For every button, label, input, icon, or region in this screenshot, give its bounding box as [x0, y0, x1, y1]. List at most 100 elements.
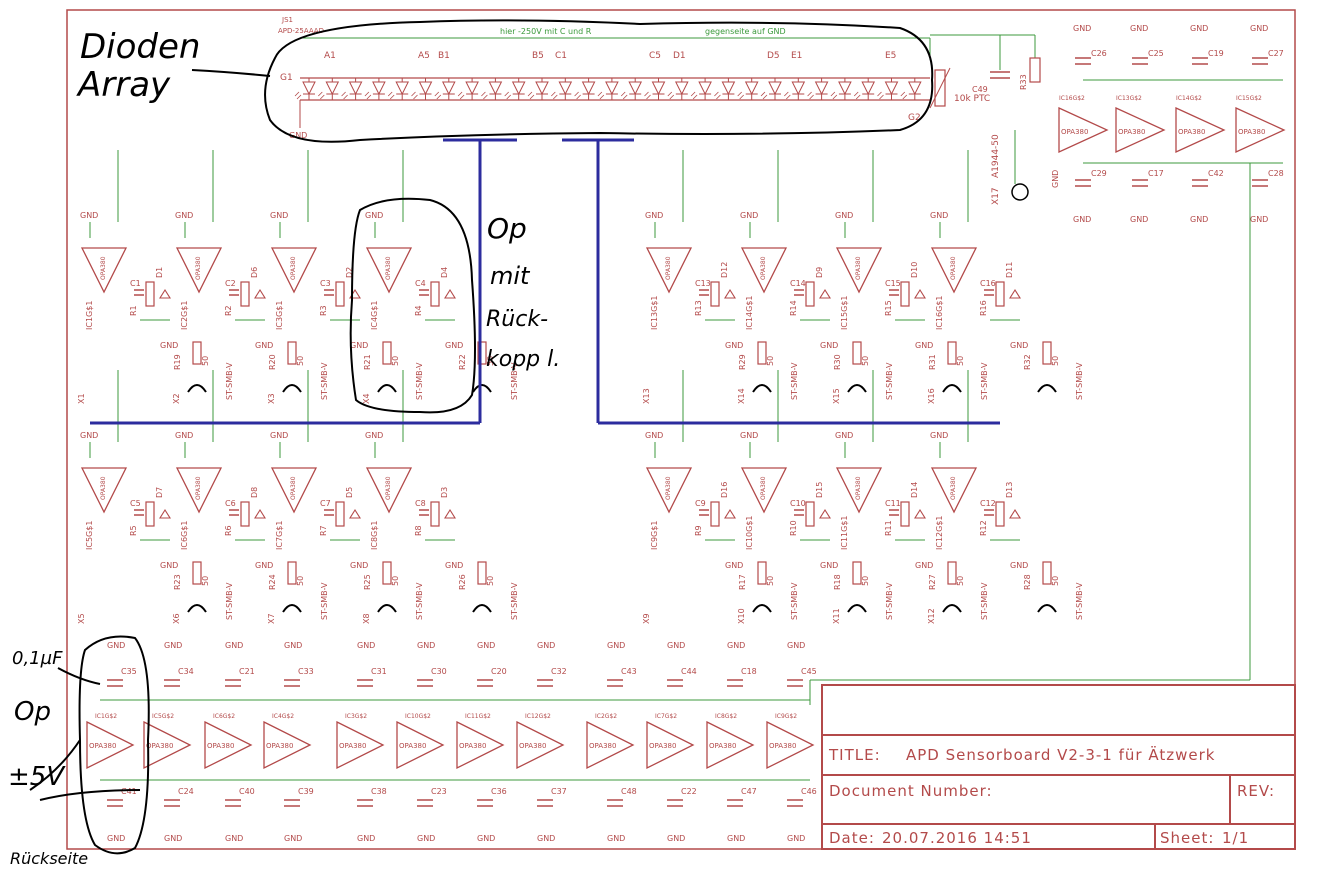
- note-array-pointer: [191, 69, 271, 77]
- note-op-pointer: [29, 739, 81, 791]
- supply-opamp-symbol: [456, 720, 505, 770]
- supply-opamp-symbol: [646, 720, 695, 770]
- apd-pin-label: D1: [673, 51, 686, 61]
- note-cap-pointer: [57, 667, 101, 685]
- apd-diode-body: [535, 81, 549, 96]
- supply-top-gnd-bottom: GND: [1073, 215, 1091, 224]
- note-dioden: Dioden: [80, 27, 200, 67]
- supply-top-gnd: GND: [1130, 24, 1148, 33]
- op-feedback-ink-outline: [349, 197, 476, 414]
- opamp-symbol: [930, 467, 978, 514]
- amp-gnd-out: GND: [350, 561, 368, 570]
- title-block-frame: [821, 684, 1296, 850]
- amp-ic-label: IC1G$1: [85, 301, 94, 330]
- amp-cap-label: C12: [980, 499, 996, 508]
- apd-diode: [597, 78, 619, 100]
- amp-diode: [444, 508, 456, 519]
- amp-input-resistor: [947, 341, 957, 365]
- apd-diode-body: [558, 81, 573, 96]
- supply-opamp-symbol: [143, 720, 192, 770]
- amp-conn-label: X10: [737, 608, 746, 624]
- amp-conn-label: X9: [642, 613, 651, 624]
- amp-diode-label: D15: [815, 482, 824, 498]
- amp-resistor-label: R6: [224, 525, 233, 536]
- amp-gnd-out: GND: [1010, 341, 1028, 350]
- supply-top-cap-bottom-label: C29: [1091, 169, 1107, 178]
- amp-ic-label: IC11G$1: [840, 515, 849, 550]
- sheet-label: Sheet:: [1160, 829, 1214, 847]
- amp-feedback-resistor: [995, 501, 1005, 527]
- apd-diode: [294, 78, 316, 100]
- supply-top-opamp-part: OPA380: [1061, 128, 1088, 136]
- amp-cap-label: C1: [130, 279, 141, 288]
- apd-diode-light-arrows: [481, 91, 488, 100]
- amp-input-resistor: [757, 561, 767, 585]
- opamp-part: OPA380: [290, 256, 297, 280]
- apd-diode-light-arrows: [714, 91, 721, 100]
- amp-input-resistor: [477, 341, 487, 365]
- supply-top-gnd-bottom: GND: [1250, 215, 1268, 224]
- apd-diode-light-arrows: [830, 91, 838, 100]
- supply-cap-bottom-label: C46: [801, 787, 817, 796]
- amp-input-resistor: [947, 561, 957, 585]
- amp-gnd-label: GND: [270, 211, 288, 220]
- amp-diode-label: D3: [440, 487, 449, 498]
- supply-cap-top-label: C44: [681, 667, 697, 676]
- supply-top-gnd-bottom: GND: [1190, 215, 1208, 224]
- apd-pin-label: C1: [555, 51, 567, 61]
- amp-input-resistor: [382, 341, 392, 365]
- supply-ic-label: IC1G$2: [95, 713, 117, 720]
- apd-diode: [411, 78, 433, 100]
- apd-diode-light-arrows: [364, 91, 372, 100]
- supply-ic-label: IC4G$2: [272, 713, 294, 720]
- supply-cap-bottom-label: C47: [741, 787, 757, 796]
- apd-diode-body: [721, 81, 736, 96]
- amp-gnd-label: GND: [930, 431, 948, 440]
- amp-gnd-label: GND: [835, 431, 853, 440]
- amp-feedback-resistor: [335, 281, 345, 307]
- apd-diode: [341, 78, 363, 100]
- amp-input-resistor: [1042, 561, 1052, 585]
- amp-gnd-out: GND: [160, 561, 178, 570]
- apd-diode-light-arrows: [457, 91, 465, 100]
- apd-pin-label: D5: [767, 51, 780, 61]
- note-mit: mit: [490, 262, 531, 290]
- amp-feedback-resistor: [710, 501, 720, 527]
- amp-gnd-out: GND: [255, 561, 273, 570]
- supply-opamp-symbol: [86, 720, 135, 770]
- supply-top-cap-label: C25: [1148, 49, 1164, 58]
- amp-gnd-label: GND: [930, 211, 948, 220]
- amp-diode-label: D1: [155, 267, 164, 278]
- apd-diode: [644, 78, 666, 100]
- amp-diode-label: D14: [910, 482, 919, 498]
- amp-diode-label: D9: [815, 267, 824, 278]
- amp-conn-label: X4: [362, 393, 371, 404]
- supply-cap-bottom-label: C22: [681, 787, 697, 796]
- smb-connector-symbol: [472, 384, 492, 393]
- apd-diode: [807, 78, 829, 100]
- amp-diode-label: D7: [155, 487, 164, 498]
- apd-diode-light-arrows: [318, 91, 325, 100]
- opamp-symbol: [175, 467, 223, 514]
- amp-rin-value: 50: [766, 356, 775, 366]
- smb-connector-symbol: [472, 604, 492, 613]
- supply-gnd-top: GND: [284, 641, 302, 650]
- supply-top-opamp-symbol: [1235, 106, 1286, 154]
- apd-diode: [760, 78, 782, 100]
- amp-feedback-resistor: [710, 281, 720, 307]
- amp-rin-label: R28: [1023, 574, 1032, 590]
- ptc-label: 10k PTC: [954, 94, 990, 104]
- supply-opamp-symbol: [766, 720, 815, 770]
- amp-gnd-out: GND: [915, 561, 933, 570]
- smb-connector-symbol: [1037, 384, 1057, 393]
- note-rueck: Rück-: [486, 307, 548, 332]
- amp-rin-label: R32: [1023, 354, 1032, 370]
- apd-diode-light-arrows: [853, 91, 861, 100]
- supply-gnd-bottom: GND: [477, 834, 495, 843]
